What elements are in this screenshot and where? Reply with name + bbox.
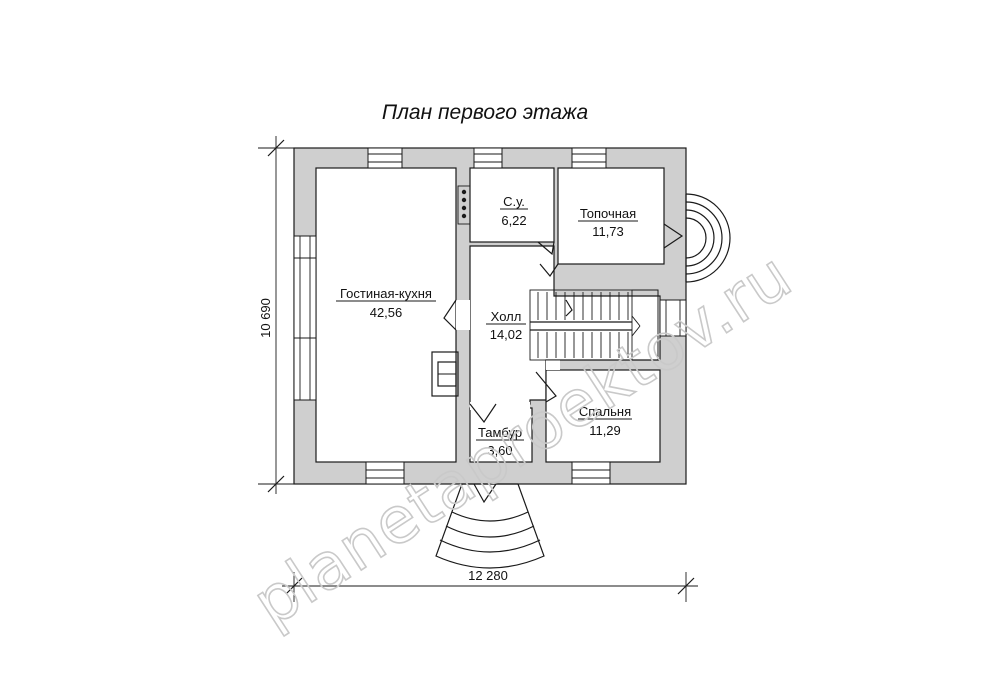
room-wc	[469, 167, 555, 243]
label-living-kitchen: Гостиная-кухня 42,56	[336, 286, 436, 320]
room-area-bedroom: 11,29	[589, 423, 621, 438]
entry-porch-steps	[435, 483, 545, 569]
window-top-boiler	[571, 147, 607, 169]
label-wc: С.у. 6,22	[500, 194, 528, 228]
door-gap-living	[456, 300, 470, 330]
room-name-hall: Холл	[491, 309, 522, 324]
room-name-boiler: Топочная	[580, 206, 636, 221]
label-vestibule: Тамбур 3,60	[476, 425, 524, 458]
room-name-living-kitchen: Гостиная-кухня	[340, 286, 432, 301]
door-swing-vestibule	[469, 403, 497, 424]
door-swing-entry	[473, 483, 497, 504]
label-bedroom: Спальня 11,29	[578, 404, 632, 438]
room-name-vestibule: Тамбур	[478, 425, 522, 440]
room-bedroom	[545, 369, 661, 463]
stove-icon	[457, 185, 471, 225]
window-bottom-bedroom	[571, 461, 611, 485]
window-right-east	[659, 299, 687, 337]
dimension-width-label: 12 280	[468, 568, 508, 583]
room-area-hall: 14,02	[490, 327, 523, 342]
dimension-height: 10 690	[258, 136, 294, 494]
staircase	[529, 289, 659, 361]
window-left-1	[293, 235, 317, 259]
room-area-boiler: 11,73	[592, 224, 624, 239]
room-area-vestibule: 3,60	[487, 443, 512, 458]
room-living-kitchen	[315, 167, 457, 463]
door-gap-vestibule	[470, 402, 530, 410]
door-gap-bedroom	[546, 360, 560, 370]
dimension-width: 12 280	[282, 568, 698, 602]
door-swing-bedroom	[535, 371, 557, 403]
door-swing-wc	[537, 241, 555, 256]
plan-title: План первого этажа	[382, 101, 588, 124]
door-swing-boiler	[539, 263, 559, 278]
room-area-living-kitchen: 42,56	[370, 305, 403, 320]
door-swing-boiler-ext	[663, 223, 684, 249]
window-left-2	[293, 257, 317, 339]
fireplace-icon	[431, 351, 459, 397]
window-left-3	[293, 337, 317, 401]
room-name-bedroom: Спальня	[579, 404, 631, 419]
dimension-height-label: 10 690	[258, 298, 273, 338]
room-area-wc: 6,22	[501, 213, 526, 228]
label-boiler: Топочная 11,73	[578, 206, 638, 239]
window-bottom-living	[365, 461, 405, 485]
window-top-living	[367, 147, 403, 169]
door-swing-living	[443, 299, 457, 331]
window-top-wc	[473, 147, 503, 169]
room-name-wc: С.у.	[503, 194, 525, 209]
room-boiler	[557, 167, 665, 265]
boiler-room-exterior-steps	[685, 193, 731, 283]
label-hall: Холл 14,02	[486, 309, 526, 342]
